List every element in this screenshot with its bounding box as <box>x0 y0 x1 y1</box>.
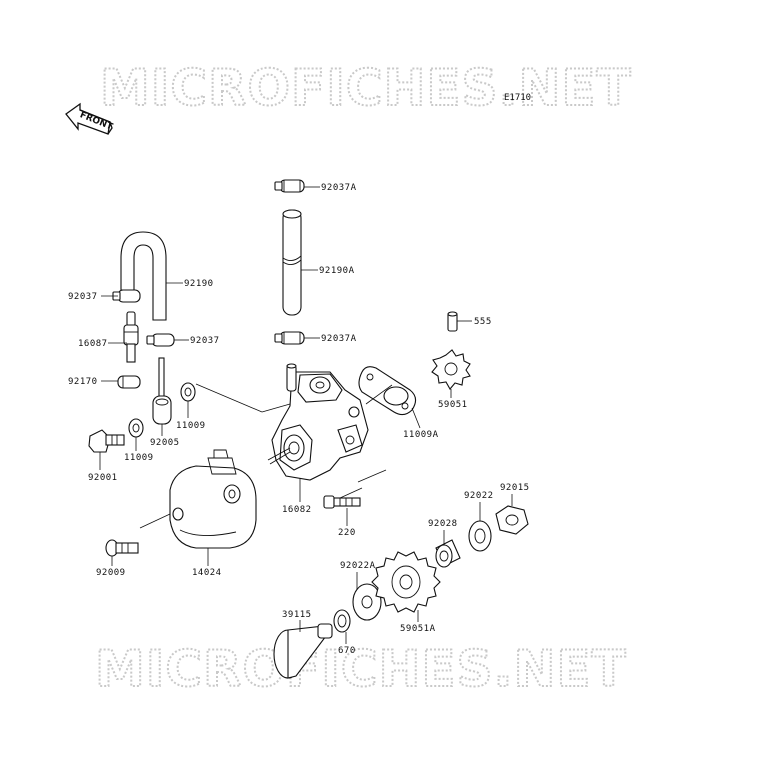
hose-92190 <box>120 231 167 321</box>
part-label: 39115 <box>282 610 312 620</box>
part-label: 92037 <box>68 292 98 302</box>
part-label: 92037A <box>321 183 357 193</box>
part-label: 92015 <box>500 483 530 493</box>
pump-cover-14024 <box>169 449 257 549</box>
part-label: 92037 <box>190 336 220 346</box>
part-label: 11009 <box>124 453 154 463</box>
oil-pump-body-16082 <box>267 363 369 481</box>
part-label: 92028 <box>428 519 458 529</box>
leader-lines <box>99 186 513 644</box>
washer-11009-upper <box>180 382 196 402</box>
part-label: 92170 <box>68 377 98 387</box>
diagram-code: E1710 <box>504 93 531 103</box>
circlip-670 <box>333 609 351 633</box>
collar-92028 <box>435 539 461 568</box>
banjo-fitting-92005 <box>152 357 172 425</box>
part-label: 92190A <box>319 266 355 276</box>
part-label: 670 <box>338 646 356 656</box>
shaft-39115 <box>273 623 333 679</box>
washer-11009-lower <box>128 418 144 438</box>
fitting-16087 <box>123 311 139 363</box>
pin-555 <box>447 311 458 332</box>
part-label: 16087 <box>78 339 108 349</box>
part-label: 92022 <box>464 491 494 501</box>
part-label: 92001 <box>88 473 118 483</box>
part-label: 92022A <box>340 561 376 571</box>
hose-92190a <box>282 209 302 316</box>
gear-59051 <box>431 349 471 390</box>
washer-92022 <box>468 520 492 552</box>
part-label: 59051 <box>438 400 468 410</box>
nut-92015 <box>495 505 529 535</box>
watermark-top: MICROFICHES.NET <box>100 59 632 117</box>
clamp-92037a-top <box>274 179 305 193</box>
part-label: 11009A <box>403 430 439 440</box>
part-label: 555 <box>474 317 492 327</box>
washer-92022a <box>352 583 382 621</box>
part-label: 92037A <box>321 334 357 344</box>
part-label: 92005 <box>150 438 180 448</box>
screw-220 <box>323 495 361 509</box>
part-label: 14024 <box>192 568 222 578</box>
part-label: 220 <box>338 528 356 538</box>
gear-59051a <box>371 551 441 613</box>
clamp-92170 <box>117 375 141 389</box>
part-label: 92190 <box>184 279 214 289</box>
part-label: 92009 <box>96 568 126 578</box>
gasket-11009a <box>358 366 417 416</box>
clamp-92037a-lower <box>274 331 305 345</box>
screw-92009 <box>105 539 139 557</box>
part-label: 16082 <box>282 505 312 515</box>
watermark-bottom: MICROFICHES.NET <box>95 640 627 698</box>
part-label: 59051A <box>400 624 436 634</box>
clamp-92037-right <box>146 333 175 347</box>
bolt-92001 <box>88 429 125 453</box>
part-label: 11009 <box>176 421 206 431</box>
